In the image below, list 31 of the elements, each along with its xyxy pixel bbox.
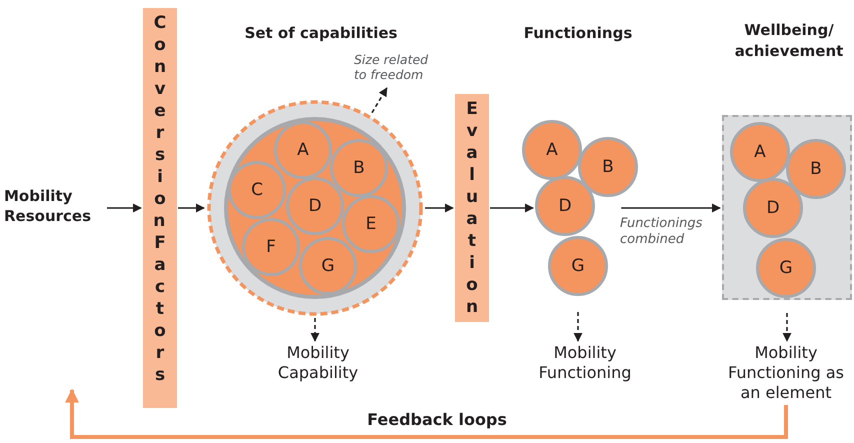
- capability-circle: D: [535, 176, 595, 236]
- band-label: Conversion Factors: [153, 12, 167, 387]
- input-label: Mobility Resources: [4, 186, 104, 230]
- arrow: [574, 312, 582, 342]
- arrow: [371, 87, 388, 114]
- arrow: [107, 204, 142, 212]
- output-label: Mobility Functioning as an element: [722, 343, 850, 405]
- arrow: [178, 204, 205, 212]
- annotation-text: Size related to freedom: [354, 52, 436, 86]
- output-label: Mobility Capability: [258, 343, 378, 385]
- capability-circle: G: [548, 236, 608, 296]
- heading: Set of capabilities: [244, 24, 398, 42]
- arrow: [425, 204, 454, 212]
- factor-band: [455, 94, 489, 322]
- factor-band: [143, 8, 177, 408]
- capability-circle: B: [578, 137, 638, 197]
- band-label: Evaluation: [465, 98, 479, 319]
- edge-label: Feedback loops: [367, 412, 507, 428]
- arrow: [782, 313, 792, 342]
- output-label: Mobility Functioning: [520, 343, 650, 385]
- arrow: [621, 204, 721, 212]
- capability-circle: G: [756, 238, 816, 298]
- capability-circle: B: [786, 139, 846, 199]
- feedback-arrow: [65, 388, 788, 439]
- arrow: [490, 204, 534, 212]
- capability-circle: A: [730, 122, 790, 182]
- heading: Wellbeing/ achievement: [734, 20, 844, 62]
- heading: Functionings: [522, 24, 634, 42]
- capability-circle: A: [522, 120, 582, 180]
- capability-circle: D: [743, 178, 803, 238]
- arrow: [310, 318, 320, 342]
